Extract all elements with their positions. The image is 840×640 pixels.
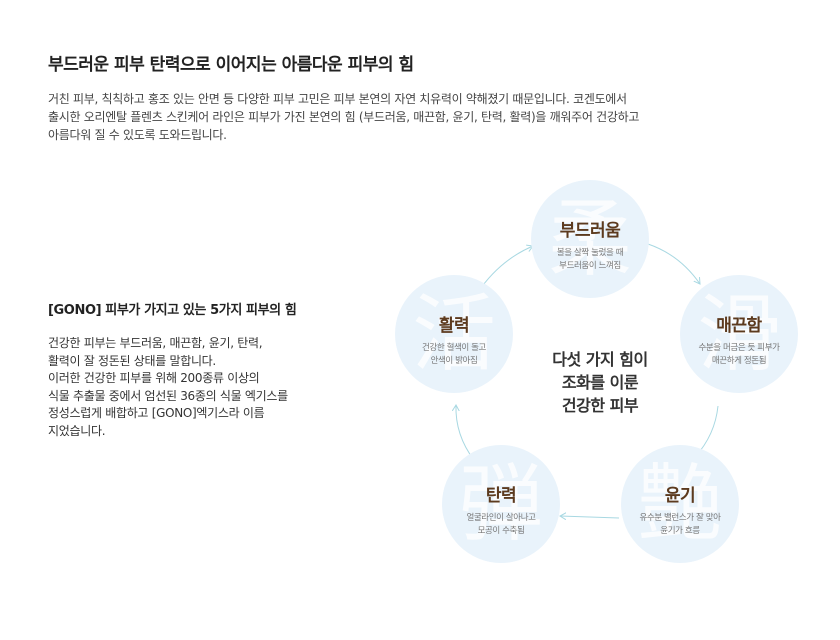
power-name: 매끈함: [680, 311, 798, 336]
five-powers-cycle-diagram: 柔 부드러움 볼을 살짝 눌렀을 때 부드러움이 느껴짐 滑 매끈함 수분을 머…: [380, 180, 820, 590]
power-circle-elasticity: 弾 탄력 얼굴라인이 살아나고 모공이 수축됨: [442, 445, 560, 563]
center-caption: 다섯 가지 힘이 조화를 이룬 건강한 피부: [515, 348, 685, 417]
description-line: 건강한 피부는 부드러움, 매끈함, 윤기, 탄력,: [48, 335, 368, 353]
power-description: 얼굴라인이 살아나고 모공이 수축됨: [442, 512, 560, 538]
power-description: 볼을 살짝 눌렀을 때 부드러움이 느껴짐: [531, 247, 649, 273]
center-caption-line: 다섯 가지 힘이: [515, 348, 685, 371]
section-subtitle: [GONO] 피부가 가지고 있는 5가지 피부의 힘: [48, 299, 296, 318]
power-name: 윤기: [621, 481, 739, 506]
power-circle-vitality: 活 활력 건강한 혈색이 돌고 안색이 밝아짐: [395, 275, 513, 393]
power-description: 건강한 혈색이 돌고 안색이 밝아짐: [395, 342, 513, 368]
page-title: 부드러운 피부 탄력으로 이어지는 아름다운 피부의 힘: [48, 50, 414, 75]
description-line: 이러한 건강한 피부를 위해 200종류 이상의: [48, 370, 368, 388]
power-circle-softness: 柔 부드러움 볼을 살짝 눌렀을 때 부드러움이 느껴짐: [531, 180, 649, 298]
description-line: 활력이 잘 정돈된 상태를 말합니다.: [48, 353, 368, 371]
power-description: 수분을 머금은 듯 피부가 매끈하게 정돈됨: [680, 342, 798, 368]
description-line: 지었습니다.: [48, 423, 368, 441]
power-name: 탄력: [442, 481, 560, 506]
intro-line: 거친 피부, 칙칙하고 홍조 있는 안면 등 다양한 피부 고민은 피부 본연의…: [48, 90, 788, 108]
intro-paragraph: 거친 피부, 칙칙하고 홍조 있는 안면 등 다양한 피부 고민은 피부 본연의…: [48, 90, 788, 144]
intro-line: 아름다워 질 수 있도록 도와드립니다.: [48, 126, 788, 144]
arrow-gloss-to-elasticity: [560, 516, 619, 518]
power-description: 유수분 밸런스가 잘 맞아 윤기가 흐름: [621, 512, 739, 538]
power-circle-smoothness: 滑 매끈함 수분을 머금은 듯 피부가 매끈하게 정돈됨: [680, 275, 798, 393]
power-name: 활력: [395, 311, 513, 336]
power-name: 부드러움: [531, 216, 649, 241]
power-circle-gloss: 艶 윤기 유수분 밸런스가 잘 맞아 윤기가 흐름: [621, 445, 739, 563]
description-line: 정성스럽게 배합하고 [GONO]엑기스라 이름: [48, 405, 368, 423]
description-line: 식물 추출물 중에서 엄선된 36종의 식물 엑기스를: [48, 388, 368, 406]
center-caption-line: 건강한 피부: [515, 394, 685, 417]
intro-line: 출시한 오리엔탈 플렌츠 스킨케어 라인은 피부가 가진 본연의 힘 (부드러움…: [48, 108, 788, 126]
center-caption-line: 조화를 이룬: [515, 371, 685, 394]
description-paragraph: 건강한 피부는 부드러움, 매끈함, 윤기, 탄력, 활력이 잘 정돈된 상태를…: [48, 335, 368, 441]
